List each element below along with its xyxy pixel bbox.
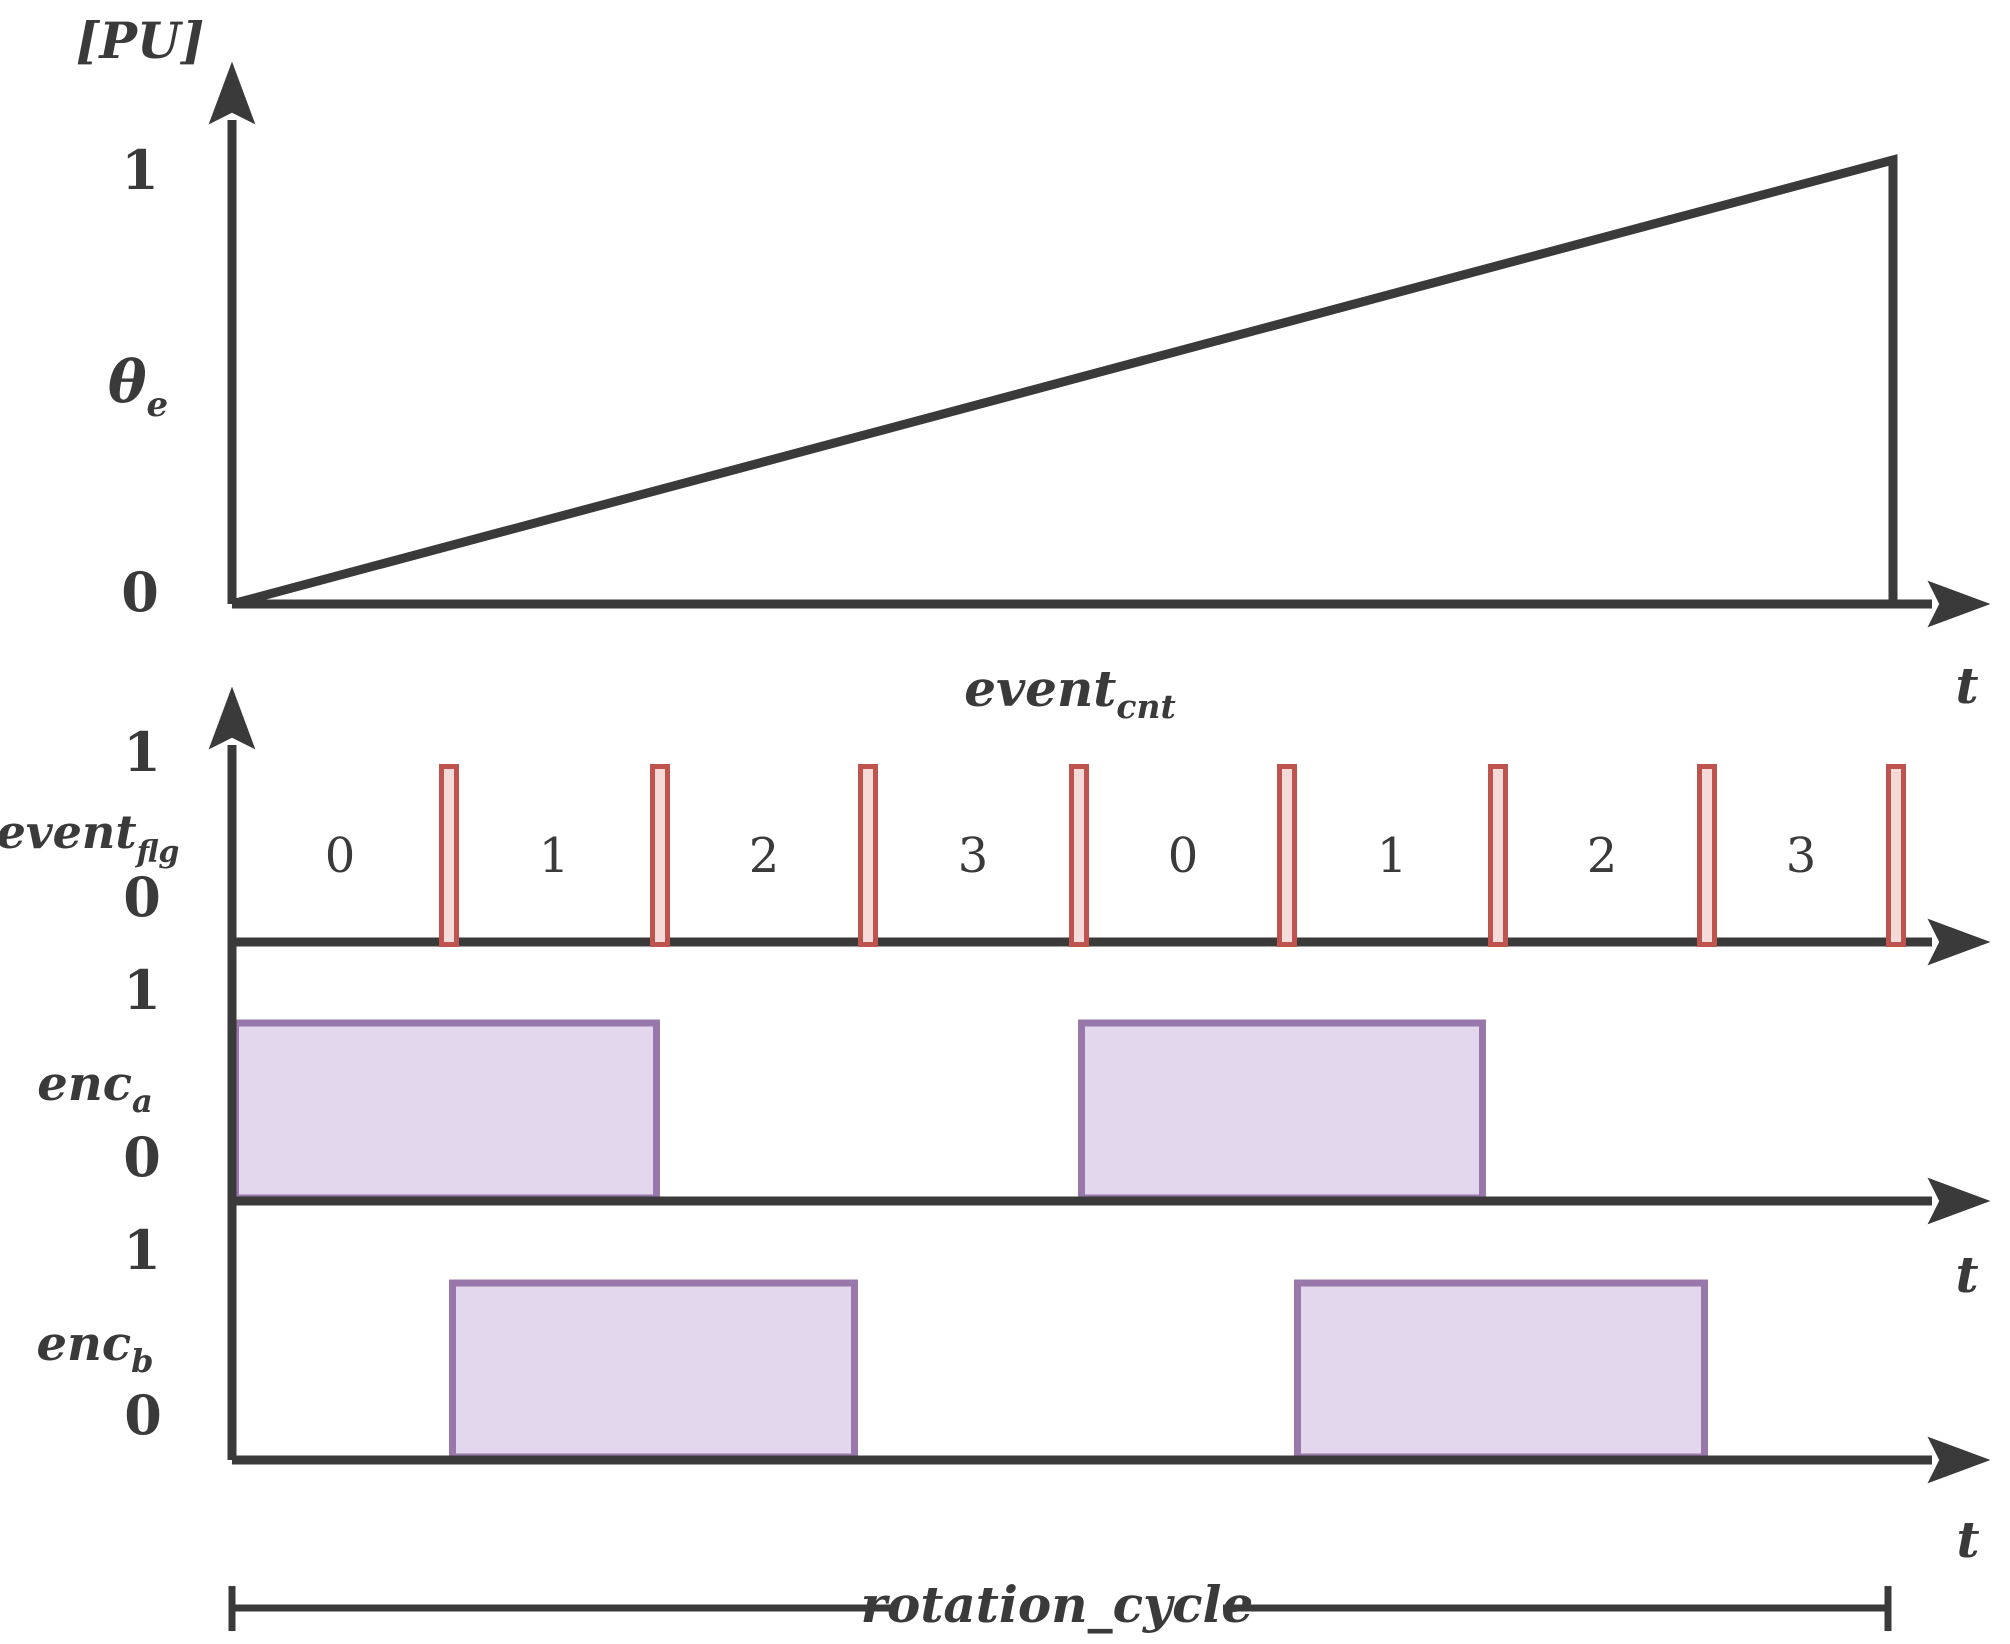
event-counter-value: 0 bbox=[1168, 828, 1199, 884]
event-flg-label: eventflg bbox=[0, 805, 179, 870]
enc-b-tick-1: 1 bbox=[123, 1218, 161, 1282]
enc-a-high-rect bbox=[1078, 1019, 1486, 1202]
rotation-cycle-label: rotation_cycle bbox=[861, 1575, 1254, 1634]
enc-a-tick-0: 0 bbox=[123, 1125, 161, 1189]
theta-time-label: t bbox=[1955, 656, 1978, 715]
enc-b-time-label: t bbox=[1956, 1510, 1979, 1569]
theta-ramp bbox=[230, 154, 1898, 609]
event-pulses bbox=[439, 764, 1906, 947]
event-counter-value: 1 bbox=[1377, 828, 1408, 884]
theta-axis-label: θe bbox=[108, 348, 168, 425]
event-tick-0: 0 bbox=[123, 865, 161, 929]
event-pulse bbox=[858, 764, 878, 947]
rotation-cycle-bracket: rotation_cycle bbox=[228, 1575, 1892, 1634]
enc-a-high-rect bbox=[232, 1019, 660, 1202]
labels: [PU] 1 θe 0 t eventcnt 1 eventflg 0 1 en… bbox=[0, 11, 1980, 1569]
event-pulse bbox=[1697, 764, 1717, 947]
enc-a-time-label: t bbox=[1955, 1245, 1978, 1304]
event-counter-value: 3 bbox=[1786, 828, 1817, 884]
enc-b-label: encb bbox=[36, 1316, 153, 1380]
axes bbox=[208, 61, 1991, 1484]
event-pulse bbox=[439, 764, 459, 947]
unit-label: [PU] bbox=[76, 11, 205, 70]
theta-tick-0: 0 bbox=[121, 560, 159, 624]
event-counter-value: 3 bbox=[958, 828, 989, 884]
event-pulse bbox=[1069, 764, 1089, 947]
event-pulse bbox=[1277, 764, 1297, 947]
theta-tick-1: 1 bbox=[121, 138, 159, 202]
event-cnt-title: eventcnt bbox=[964, 659, 1175, 726]
event-pulse bbox=[650, 764, 670, 947]
enc-a-tick-1: 1 bbox=[123, 958, 161, 1022]
event-counter-value: 0 bbox=[325, 828, 356, 884]
enc-b-high-rects bbox=[449, 1279, 1708, 1461]
event-counter-value: 2 bbox=[1587, 828, 1618, 884]
event-pulse bbox=[1886, 764, 1906, 947]
enc-a-high-rects bbox=[232, 1019, 1486, 1202]
enc-a-label: enca bbox=[37, 1056, 152, 1120]
enc-b-high-rect bbox=[1294, 1279, 1708, 1461]
event-counter-value: 1 bbox=[539, 828, 570, 884]
event-counters: 0 1 2 3 0 1 2 3 bbox=[325, 828, 1817, 884]
event-pulse bbox=[1488, 764, 1508, 947]
enc-b-tick-0: 0 bbox=[124, 1383, 162, 1447]
enc-b-high-rect bbox=[449, 1279, 858, 1461]
event-tick-1: 1 bbox=[123, 720, 161, 784]
event-counter-value: 2 bbox=[749, 828, 780, 884]
